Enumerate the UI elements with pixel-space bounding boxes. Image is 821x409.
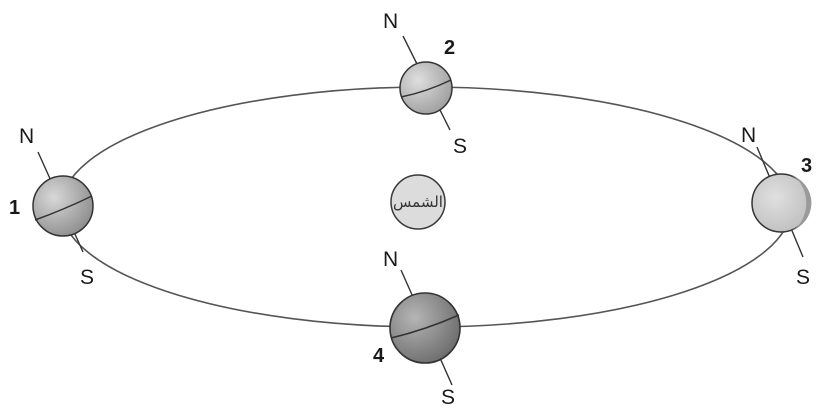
equator-line <box>390 314 460 339</box>
earth-globe <box>399 61 453 115</box>
south-label: S <box>796 266 810 289</box>
equator-line <box>34 195 93 221</box>
position-number: 2 <box>444 37 455 59</box>
north-label: N <box>383 10 398 33</box>
equator-line <box>400 79 452 98</box>
night-side <box>790 175 812 231</box>
north-label: N <box>741 124 756 147</box>
position-number: 3 <box>801 155 812 177</box>
north-label: N <box>383 248 398 271</box>
north-label: N <box>19 125 34 148</box>
position-number: 1 <box>9 197 20 219</box>
earth-position-1: N S 1 <box>9 125 94 289</box>
south-label: S <box>441 386 455 409</box>
sun: الشمس <box>390 174 446 230</box>
position-number: 4 <box>373 345 385 367</box>
earth-position-3: N S 3 <box>741 124 812 289</box>
earth-position-2: N S 2 <box>383 10 467 158</box>
earth-position-4: N S 4 <box>373 248 461 409</box>
sun-disc <box>390 174 446 230</box>
south-label: S <box>80 266 94 289</box>
south-label: S <box>453 135 467 158</box>
sun-label: الشمس <box>393 193 443 211</box>
earth-globe <box>32 175 94 237</box>
